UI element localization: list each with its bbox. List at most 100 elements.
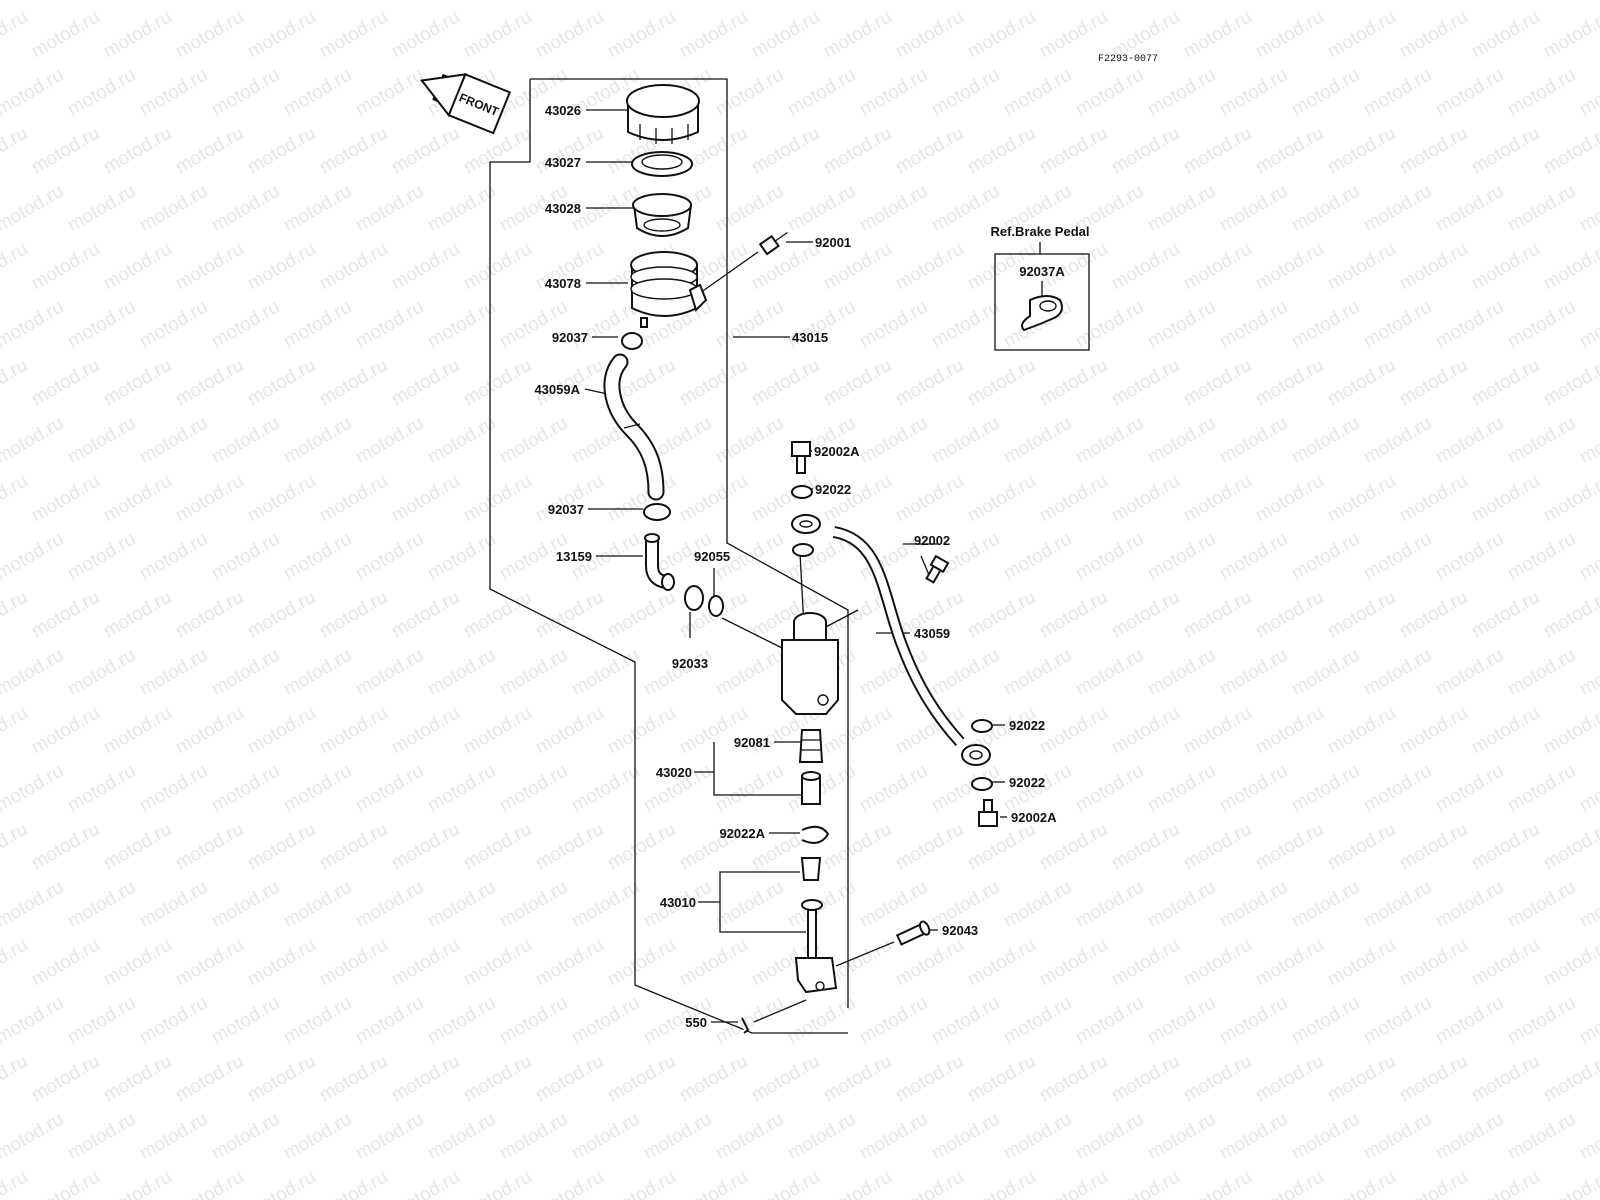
watermark-text: motod.ru [208, 297, 283, 353]
watermark-text: motod.ru [316, 471, 391, 527]
watermark-text: motod.ru [1180, 123, 1255, 179]
watermark-text: motod.ru [64, 529, 139, 585]
banjo-bolt-top-drawing [791, 441, 811, 474]
watermark-text: motod.ru [1540, 1051, 1600, 1107]
watermark-text: motod.ru [712, 645, 787, 701]
watermark-text: motod.ru [1036, 587, 1111, 643]
watermark-text: motod.ru [820, 7, 895, 63]
watermark-text: motod.ru [712, 65, 787, 121]
watermark-text: motod.ru [424, 181, 499, 237]
watermark-text: motod.ru [424, 877, 499, 933]
watermark-text: motod.ru [928, 297, 1003, 353]
watermark-text: motod.ru [1468, 819, 1543, 875]
watermark-text: motod.ru [1360, 645, 1435, 701]
pin-92043-drawing [895, 920, 931, 946]
watermark-text: motod.ru [1216, 761, 1291, 817]
watermark-text: motod.ru [1216, 413, 1291, 469]
watermark-text: motod.ru [1036, 355, 1111, 411]
watermark-text: motod.ru [712, 413, 787, 469]
watermark-text: motod.ru [1288, 1109, 1363, 1165]
label-43020: 43020 [656, 765, 692, 780]
watermark-text: motod.ru [136, 297, 211, 353]
watermark-text: motod.ru [460, 1167, 535, 1200]
label-92037-top: 92037 [552, 330, 588, 345]
watermark-text: motod.ru [676, 7, 751, 63]
watermark-text: motod.ru [280, 993, 355, 1049]
watermark-text: motod.ru [856, 181, 931, 237]
watermark-text: motod.ru [100, 819, 175, 875]
watermark-text: motod.ru [640, 0, 715, 4]
watermark-text: motod.ru [1072, 65, 1147, 121]
watermark-text: motod.ru [352, 529, 427, 585]
watermark-text: motod.ru [928, 65, 1003, 121]
watermark-text: motod.ru [100, 1167, 175, 1200]
watermark-text: motod.ru [388, 239, 463, 295]
watermark-text: motod.ru [0, 413, 67, 469]
elbow-fitting-drawing [644, 533, 675, 591]
watermark-text: motod.ru [784, 1109, 859, 1165]
watermark-text: motod.ru [1324, 471, 1399, 527]
watermark-text: motod.ru [1288, 529, 1363, 585]
watermark-text: motod.ru [604, 471, 679, 527]
watermark-text: motod.ru [208, 761, 283, 817]
watermark-text: motod.ru [1216, 65, 1291, 121]
watermark-text: motod.ru [892, 819, 967, 875]
label-43059: 43059 [914, 626, 950, 641]
watermark-text: motod.ru [892, 1167, 967, 1200]
watermark-text: motod.ru [856, 65, 931, 121]
watermark-text: motod.ru [136, 1109, 211, 1165]
watermark-text: motod.ru [1432, 761, 1507, 817]
label-92002: 92002 [914, 533, 950, 548]
watermark-text: motod.ru [1180, 587, 1255, 643]
watermark-text: motod.ru [532, 587, 607, 643]
watermark-text: motod.ru [820, 471, 895, 527]
watermark-text: motod.ru [244, 703, 319, 759]
watermark-text: motod.ru [964, 471, 1039, 527]
watermark-text: motod.ru [0, 703, 31, 759]
watermark-text: motod.ru [1216, 529, 1291, 585]
watermark-text: motod.ru [352, 0, 427, 4]
watermark-text: motod.ru [64, 0, 139, 4]
watermark-text: motod.ru [316, 935, 391, 991]
watermark-text: motod.ru [460, 819, 535, 875]
watermark-text: motod.ru [1288, 761, 1363, 817]
reservoir-cap-drawing [626, 84, 700, 144]
watermark-text: motod.ru [28, 471, 103, 527]
watermark-text: motod.ru [388, 703, 463, 759]
label-43059A: 43059A [534, 382, 580, 397]
watermark-text: motod.ru [784, 413, 859, 469]
watermark-text: motod.ru [1504, 181, 1579, 237]
watermark-text: motod.ru [352, 413, 427, 469]
watermark-text: motod.ru [964, 355, 1039, 411]
label-43015: 43015 [792, 330, 828, 345]
watermark-text: motod.ru [1108, 1051, 1183, 1107]
watermark-text: motod.ru [172, 239, 247, 295]
diaphragm-drawing [632, 193, 693, 237]
watermark-text: motod.ru [208, 1109, 283, 1165]
watermark-text: motod.ru [1432, 1109, 1507, 1165]
watermark-text: motod.ru [0, 587, 31, 643]
watermark-text: motod.ru [0, 1109, 67, 1165]
label-92037-bottom: 92037 [548, 502, 584, 517]
watermark-text: motod.ru [1396, 703, 1471, 759]
watermark-text: motod.ru [1396, 471, 1471, 527]
watermark-text: motod.ru [568, 0, 643, 4]
washer-low-drawing [971, 777, 993, 791]
watermark-text: motod.ru [1000, 413, 1075, 469]
watermark-text: motod.ru [316, 1167, 391, 1200]
watermark-text: motod.ru [1360, 1109, 1435, 1165]
watermark-text: motod.ru [244, 123, 319, 179]
screw-92001-drawing [758, 231, 788, 256]
watermark-text: motod.ru [280, 529, 355, 585]
watermark-text: motod.ru [748, 239, 823, 295]
watermark-text: motod.ru [172, 1167, 247, 1200]
watermark-text: motod.ru [676, 471, 751, 527]
watermark-text: motod.ru [676, 1167, 751, 1200]
watermark-text: motod.ru [136, 877, 211, 933]
drawing-code: F2293-0077 [1098, 54, 1158, 65]
watermark-text: motod.ru [892, 471, 967, 527]
watermark-text: motod.ru [1360, 761, 1435, 817]
watermark-text: motod.ru [100, 1051, 175, 1107]
watermark-text: motod.ru [784, 181, 859, 237]
watermark-text: motod.ru [244, 587, 319, 643]
